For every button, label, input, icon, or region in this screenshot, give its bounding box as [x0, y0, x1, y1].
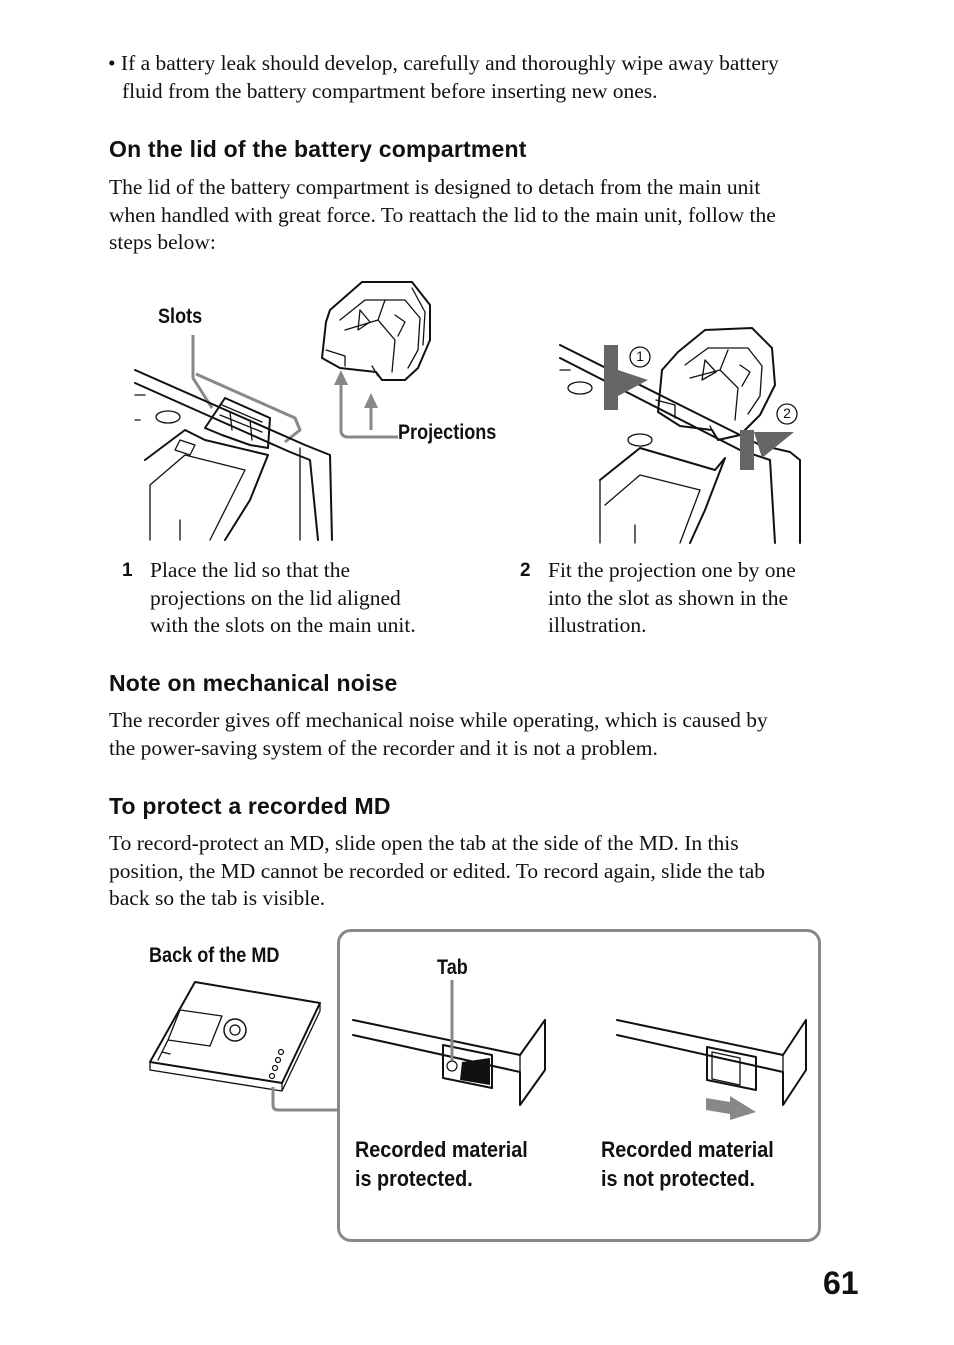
- noise-paragraph: The recorder gives off mechanical noise …: [109, 707, 768, 762]
- lid-paragraph-line-3: steps below:: [109, 230, 216, 254]
- label-not-protected-line-1: Recorded material: [601, 1137, 774, 1162]
- noise-paragraph-line-2: the power-saving system of the recorder …: [109, 735, 658, 760]
- step-1-line-3: with the slots on the main unit.: [150, 613, 416, 637]
- label-not-protected-line-2: is not protected.: [601, 1166, 756, 1191]
- label-projections: Projections: [398, 421, 497, 444]
- label-protected-line-1: Recorded material: [355, 1137, 528, 1162]
- step-1-line-1: Place the lid so that the: [150, 558, 351, 582]
- label-tab: Tab: [437, 956, 468, 979]
- bullet-paragraph: • If a battery leak should develop, care…: [108, 50, 779, 78]
- protect-paragraph-line-3: back so the tab is visible.: [109, 886, 326, 910]
- step-marker-2: 2: [783, 405, 791, 421]
- lid-paragraph-line-2: when handled with great force. To reatta…: [109, 202, 776, 227]
- step-marker-1: 1: [636, 348, 644, 364]
- heading-mechanical-noise: Note on mechanical noise: [109, 670, 398, 696]
- bullet-text-line-1: If a battery leak should develop, carefu…: [120, 51, 779, 75]
- step-2-text: Fit the projection one by one into the s…: [548, 557, 796, 640]
- bullet-marker: •: [108, 51, 116, 75]
- heading-battery-lid: On the lid of the battery compartment: [109, 136, 527, 162]
- step-2-line-2: into the slot as shown in the: [548, 585, 789, 610]
- page-number: 61: [823, 1265, 859, 1301]
- label-not-protected: Recorded material is not protected.: [601, 1135, 774, 1193]
- md-tab-callout-box: [337, 929, 821, 1242]
- protect-paragraph: To record-protect an MD, slide open the …: [109, 830, 765, 913]
- protect-paragraph-line-2: position, the MD cannot be recorded or e…: [109, 858, 766, 883]
- label-back-of-md: Back of the MD: [149, 944, 280, 967]
- step-2-line-1: Fit the projection one by one: [548, 558, 796, 582]
- label-protected: Recorded material is protected.: [355, 1135, 528, 1193]
- step-1-line-2: projections on the lid aligned: [150, 585, 401, 610]
- step-2-number: 2: [520, 560, 531, 581]
- bullet-text-line-2: fluid from the battery compartment befor…: [122, 79, 658, 103]
- step-1-text: Place the lid so that the projections on…: [150, 557, 416, 640]
- label-protected-line-2: is protected.: [355, 1166, 473, 1191]
- step-1-number: 1: [122, 560, 133, 581]
- step-2-line-3: illustration.: [548, 613, 647, 637]
- heading-protect-md: To protect a recorded MD: [109, 793, 391, 819]
- lid-paragraph: The lid of the battery compartment is de…: [109, 174, 776, 257]
- label-slots: Slots: [158, 305, 203, 328]
- noise-paragraph-line-1: The recorder gives off mechanical noise …: [109, 708, 768, 732]
- protect-paragraph-line-1: To record-protect an MD, slide open the …: [109, 831, 739, 855]
- lid-paragraph-line-1: The lid of the battery compartment is de…: [109, 175, 761, 199]
